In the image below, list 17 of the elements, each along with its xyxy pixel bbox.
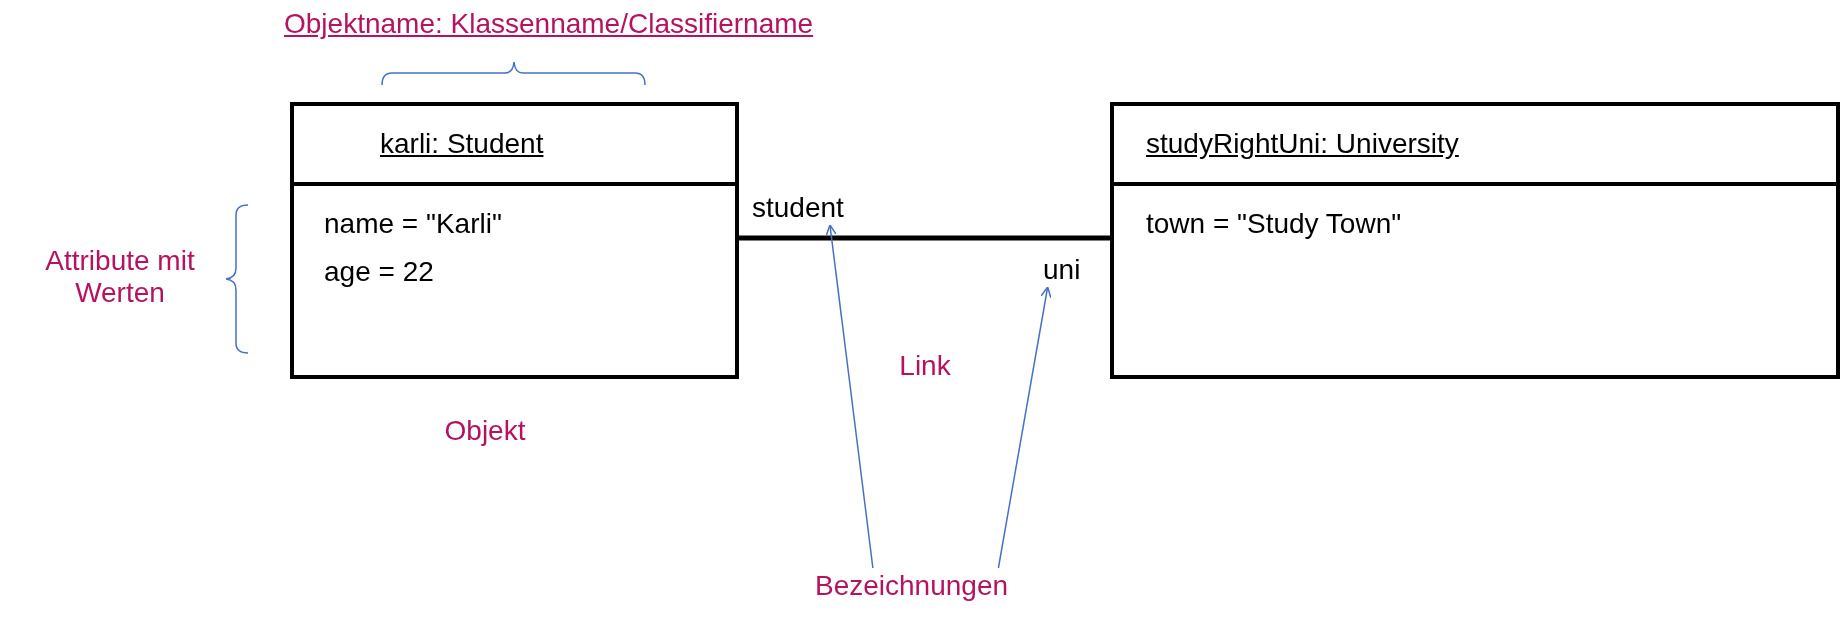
link-line <box>739 235 1110 241</box>
role-label: uni <box>1043 254 1081 286</box>
annotation-text: Bezeichnungen <box>815 570 1009 602</box>
role-label: student <box>752 192 844 224</box>
attribute-text: age = 22 <box>324 256 434 288</box>
object-box <box>290 102 739 379</box>
object-box <box>1110 102 1840 379</box>
leader-arrow <box>997 286 1052 569</box>
object-name: studyRightUni: University <box>1146 128 1459 160</box>
attribute-text: town = "Study Town" <box>1146 208 1402 240</box>
object-name: karli: Student <box>380 128 544 160</box>
attribute-text: name = "Karli" <box>324 208 502 240</box>
annotation-text: Link <box>898 350 952 382</box>
annotation-text: Objektname: Klassenname/Classifiername <box>284 8 815 40</box>
annotation-text: Attribute mit Werten <box>44 245 196 309</box>
annotation-text: Objekt <box>443 415 527 447</box>
leader-arrow <box>825 224 874 569</box>
